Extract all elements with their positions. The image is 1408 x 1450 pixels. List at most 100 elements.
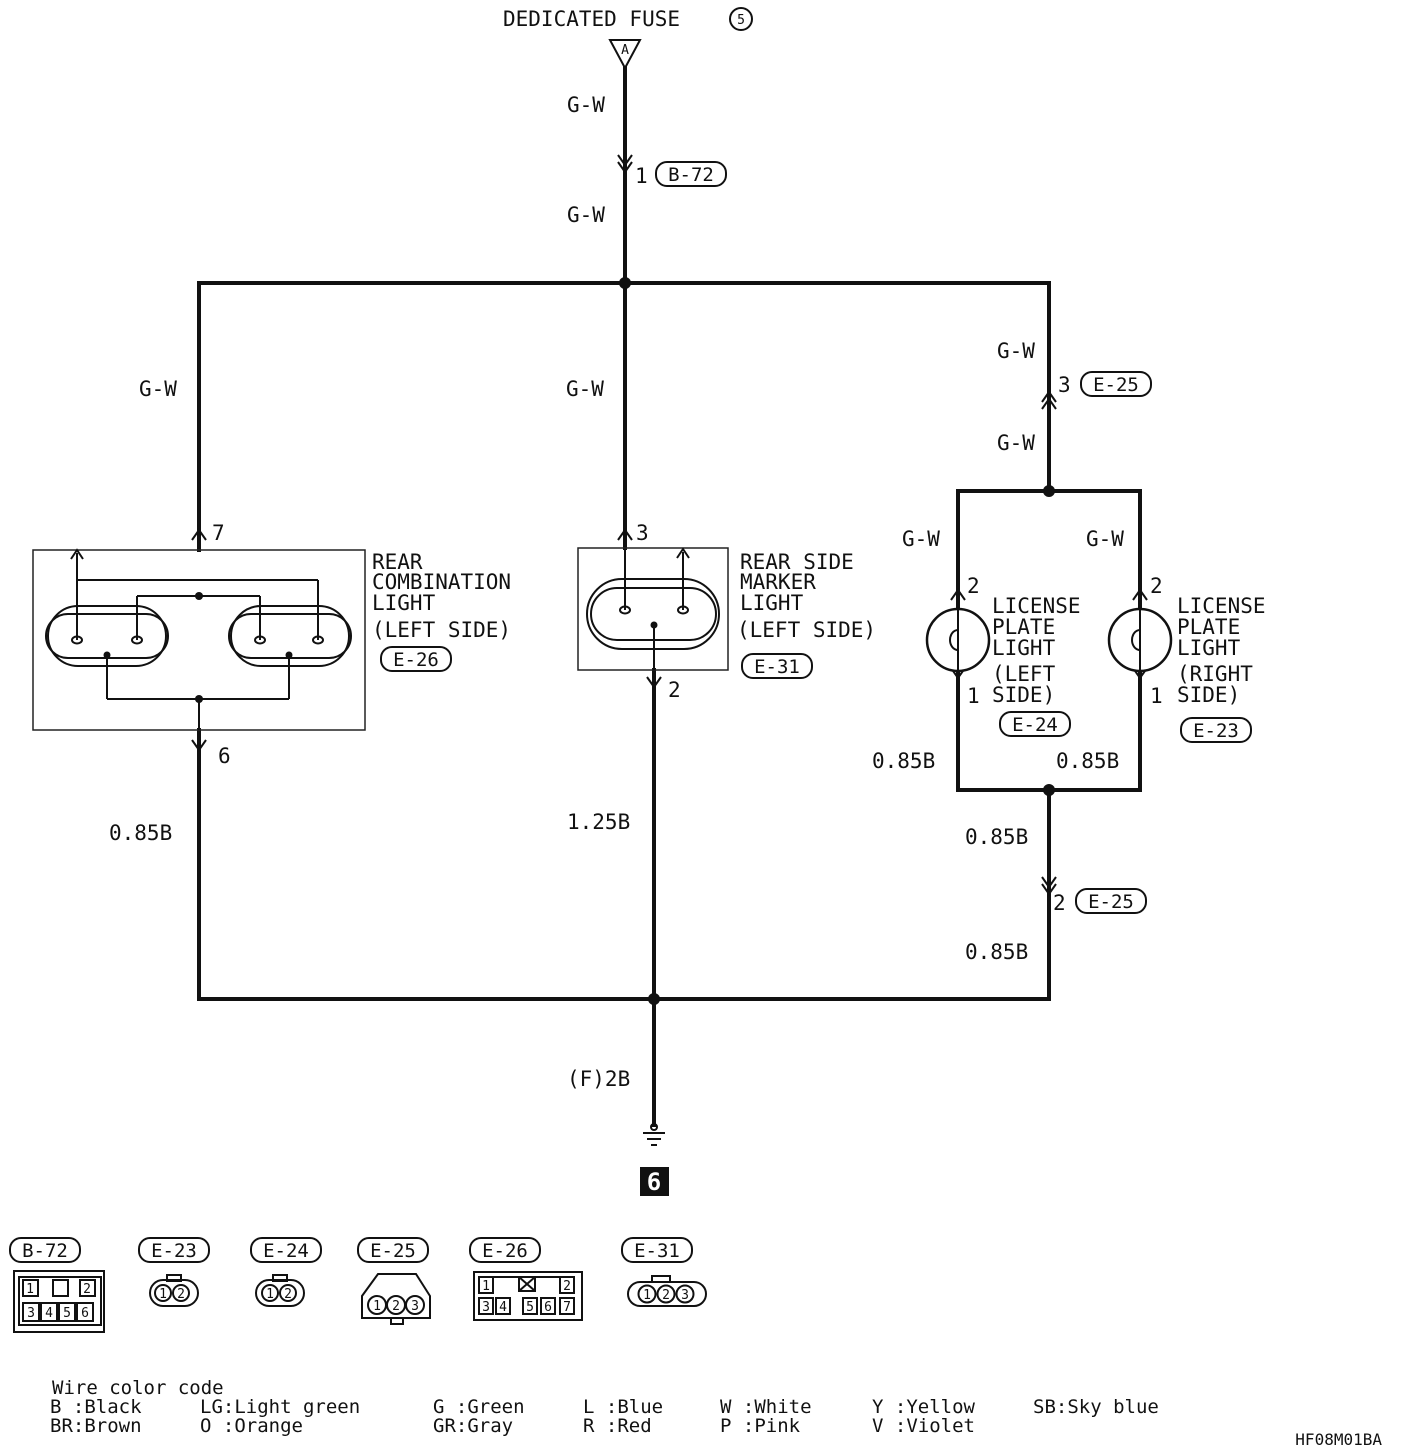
rear-combination-connector-label: E-26 — [393, 649, 439, 671]
svg-text:Y :Yellow: Y :Yellow — [872, 1396, 976, 1418]
svg-text:4: 4 — [45, 1306, 53, 1321]
svg-text:3: 3 — [681, 1288, 689, 1303]
svg-text:2: 2 — [563, 1279, 571, 1294]
figure-code: HF08M01BA — [1295, 1430, 1382, 1449]
license-right-connector-label: E-23 — [1193, 720, 1239, 742]
wire-label-085b-right-upper: 0.85B — [965, 825, 1028, 849]
license-left-line1: LICENSE — [992, 594, 1081, 618]
svg-text:2: 2 — [284, 1287, 292, 1302]
connector-chevrons — [191, 154, 1148, 896]
svg-text:1: 1 — [159, 1287, 167, 1302]
svg-text:4: 4 — [499, 1300, 507, 1315]
rear-side-marker-pin-in: 3 — [636, 521, 649, 545]
license-left-pin-in: 2 — [967, 574, 980, 598]
license-right-pin-in: 2 — [1150, 574, 1163, 598]
svg-text:1: 1 — [643, 1288, 651, 1303]
svg-text:SB:Sky blue: SB:Sky blue — [1033, 1396, 1159, 1418]
connector-view-e23: E-23 1 2 — [138, 1237, 210, 1307]
svg-text:1: 1 — [266, 1287, 274, 1302]
legend-row-1: B :Black LG:Light green G :Green L :Blue… — [50, 1396, 1159, 1418]
svg-text:E-25: E-25 — [370, 1240, 416, 1262]
license-left-pin-out: 1 — [967, 684, 980, 708]
license-left-line2: PLATE — [992, 615, 1055, 639]
b72-tag-label: B-72 — [668, 164, 714, 186]
svg-text:2: 2 — [83, 1282, 91, 1297]
b72-pin: 1 — [635, 164, 648, 188]
svg-text:2: 2 — [392, 1299, 400, 1314]
wire-label-085b-right-lower: 0.85B — [965, 940, 1028, 964]
rear-side-marker-pin-out: 2 — [668, 678, 681, 702]
svg-text:V :Violet: V :Violet — [872, 1415, 975, 1437]
license-right-line5: SIDE) — [1177, 683, 1240, 707]
license-left-line3: LIGHT — [992, 636, 1056, 660]
svg-text:3: 3 — [411, 1299, 419, 1314]
legend-row-2: BR:Brown O :Orange GR:Gray R :Red P :Pin… — [50, 1415, 975, 1437]
svg-text:E-31: E-31 — [634, 1240, 680, 1262]
ground-number: 6 — [647, 1168, 661, 1196]
rear-combination-connector-tag — [380, 646, 452, 672]
legend-title: Wire color code — [52, 1377, 224, 1399]
svg-text:6: 6 — [544, 1300, 552, 1315]
license-plate-light-left — [925, 607, 991, 673]
svg-text:3: 3 — [27, 1306, 35, 1321]
splice-license-bottom — [1043, 784, 1055, 796]
svg-text:L :Blue: L :Blue — [583, 1396, 663, 1418]
rear-side-marker-connector-tag — [741, 653, 813, 679]
svg-text:LG:Light green: LG:Light green — [200, 1396, 360, 1418]
ground-number-box — [640, 1167, 669, 1196]
svg-text:5: 5 — [526, 1300, 534, 1315]
license-right-connector-tag — [1180, 717, 1252, 743]
rear-combination-light — [32, 548, 366, 731]
terminal-a-triangle — [608, 39, 642, 71]
license-left-line4: (LEFT — [992, 662, 1056, 686]
wire-label-gw-below-b72: G-W — [567, 203, 605, 227]
license-plate-light-right — [1107, 607, 1173, 673]
svg-text:3: 3 — [482, 1300, 490, 1315]
wire-label-gw-center: G-W — [566, 377, 604, 401]
b72-tag — [655, 161, 727, 187]
rear-combination-pin-in: 7 — [212, 521, 225, 545]
rear-side-marker-line2: MARKER — [740, 570, 816, 594]
svg-text:5: 5 — [63, 1306, 71, 1321]
svg-text:GR:Gray: GR:Gray — [433, 1415, 513, 1437]
svg-text:R :Red: R :Red — [583, 1415, 652, 1437]
splice-license-top — [1043, 485, 1055, 497]
splice-ground — [648, 993, 660, 1005]
wire-label-125b: 1.25B — [567, 810, 630, 834]
license-left-connector-label: E-24 — [1012, 714, 1058, 736]
license-right-pin-out: 1 — [1150, 684, 1163, 708]
wire-label-085b-license-left: 0.85B — [872, 749, 935, 773]
wire-label-gw-license-right: G-W — [1086, 527, 1124, 551]
rear-side-marker-line4: (LEFT SIDE) — [737, 618, 876, 642]
svg-text:7: 7 — [563, 1300, 571, 1315]
rear-side-marker-line1: REAR SIDE — [740, 550, 854, 574]
wire-label-gw-left: G-W — [139, 377, 177, 401]
svg-text:2: 2 — [177, 1287, 185, 1302]
rear-side-marker-line3: LIGHT — [740, 591, 804, 615]
ground-symbol — [643, 1123, 665, 1146]
connector-view-e26: E-26 1 2 3 4 5 6 7 — [469, 1237, 583, 1321]
wire-label-085b-left: 0.85B — [109, 821, 172, 845]
svg-text:E-23: E-23 — [151, 1240, 197, 1262]
svg-text:6: 6 — [81, 1306, 89, 1321]
rear-side-marker-light — [577, 547, 729, 671]
rear-combination-pin-out: 6 — [218, 744, 231, 768]
rear-side-marker-connector-label: E-31 — [754, 656, 800, 678]
fuse-number-circle — [729, 7, 753, 31]
wire-label-085b-license-right: 0.85B — [1056, 749, 1119, 773]
license-right-line4: (RIGHT — [1177, 662, 1253, 686]
e25-bottom-tag — [1075, 888, 1147, 914]
fuse-label: DEDICATED FUSE — [503, 7, 680, 31]
svg-text:P :Pink: P :Pink — [720, 1415, 801, 1437]
svg-text:E-26: E-26 — [482, 1240, 528, 1262]
e25-bottom-pin: 2 — [1053, 891, 1066, 915]
wire-label-gw-license-left: G-W — [902, 527, 940, 551]
e25-bottom-tag-label: E-25 — [1088, 891, 1134, 913]
svg-text:2: 2 — [662, 1288, 670, 1303]
wire-label-gw-top: G-W — [567, 93, 605, 117]
svg-text:1: 1 — [482, 1279, 490, 1294]
wire-label-ground: (F)2B — [567, 1067, 630, 1091]
connector-view-e31: E-31 1 2 3 — [621, 1237, 707, 1307]
license-right-line3: LIGHT — [1177, 636, 1241, 660]
